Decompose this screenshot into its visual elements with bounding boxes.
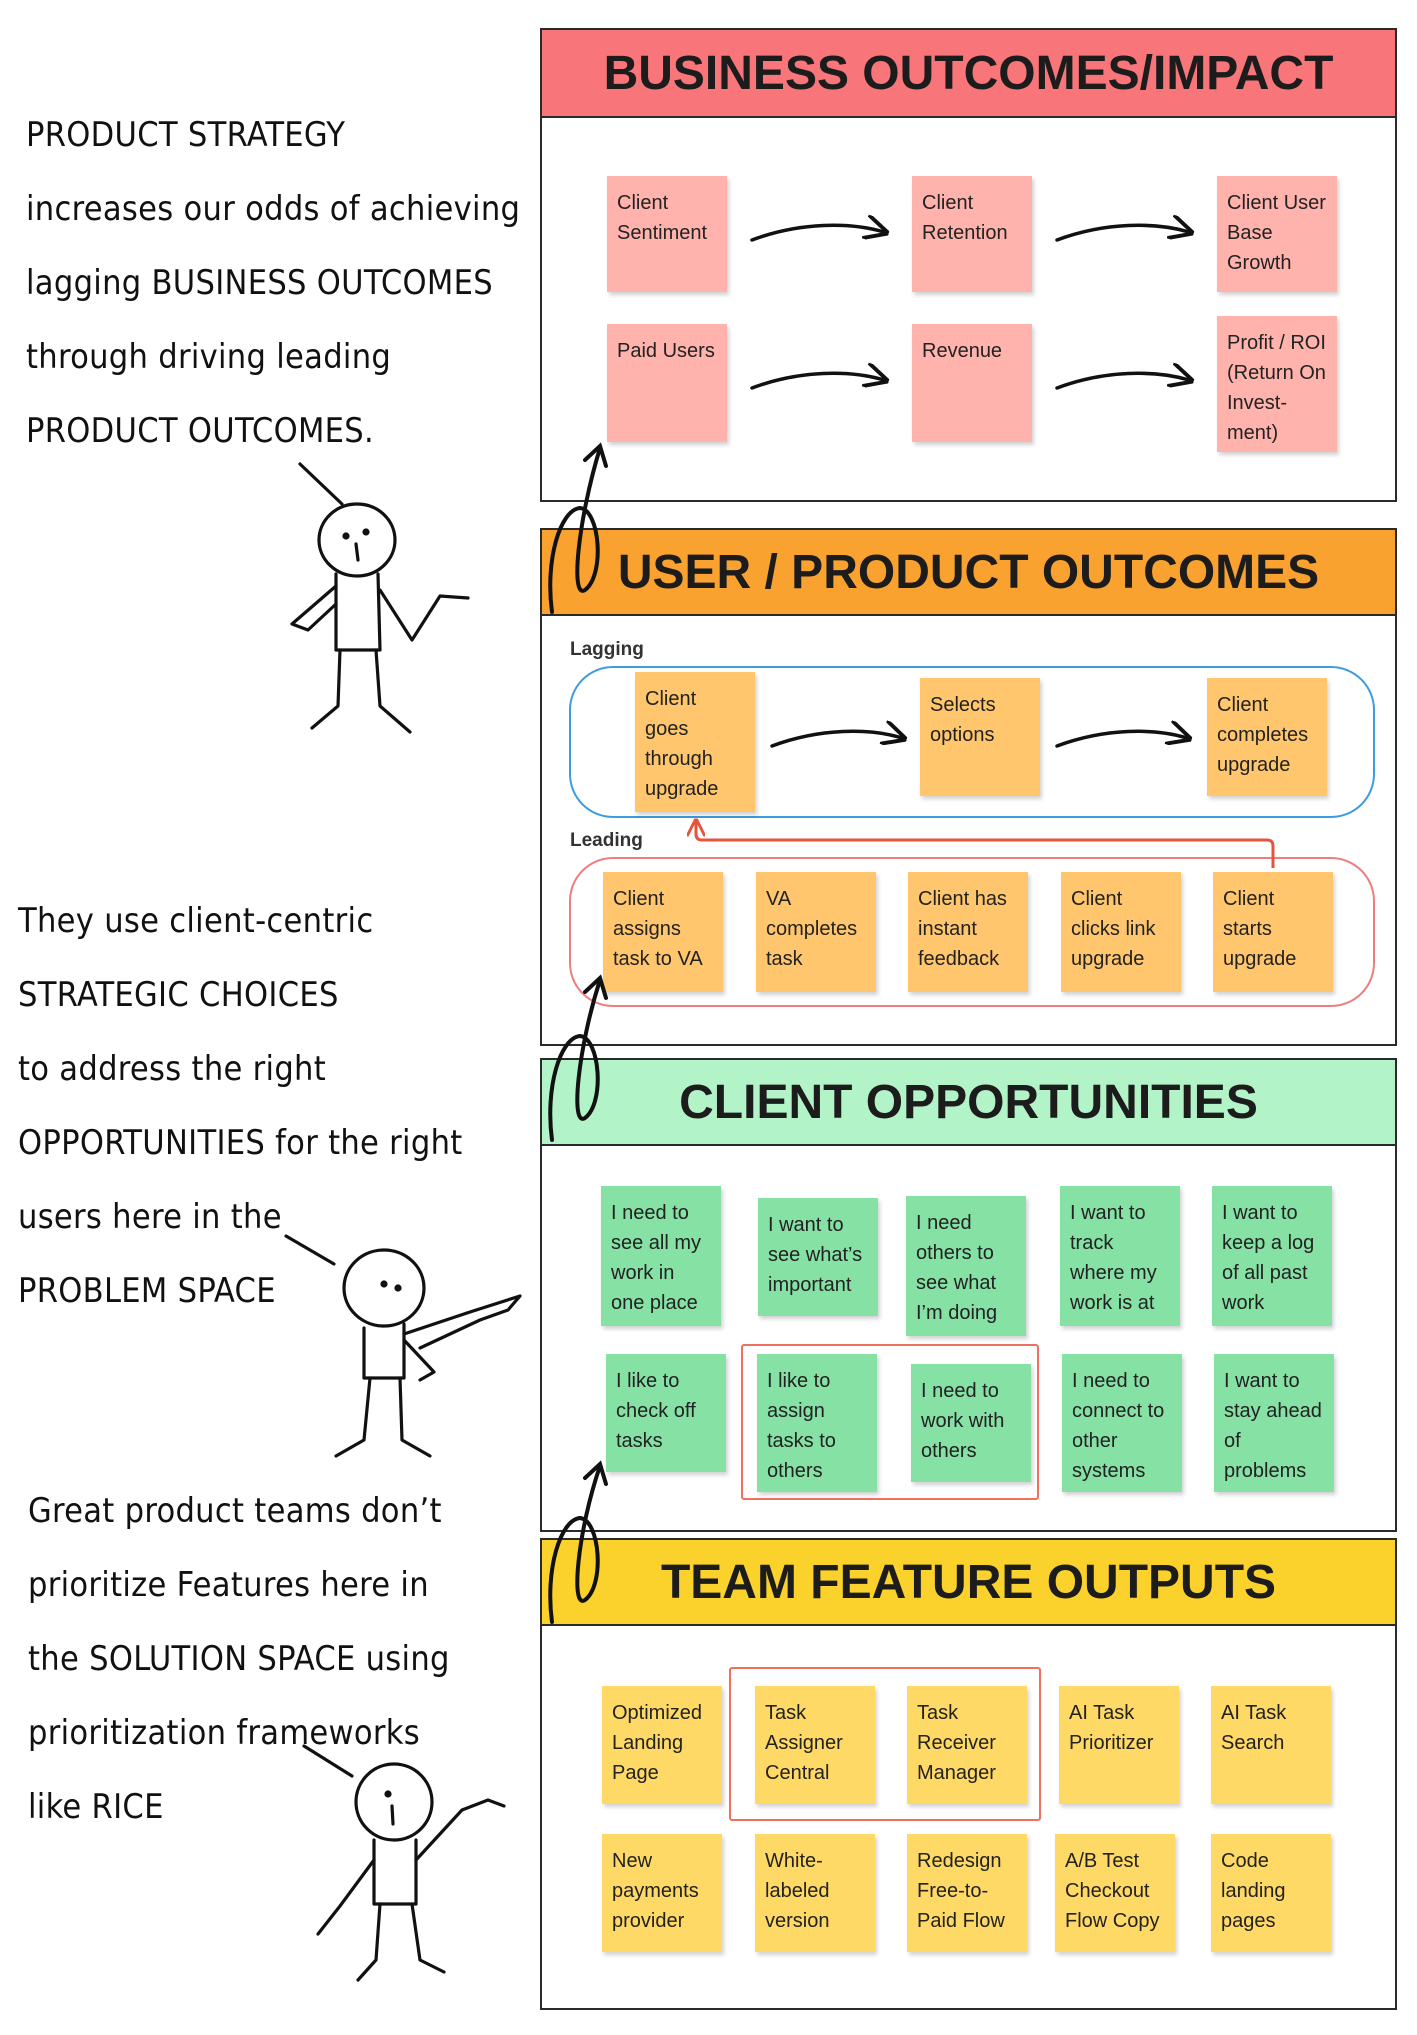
sticky-note: Client Retention [912,176,1032,292]
sticky-note: Redesign Free-to-Paid Flow [907,1834,1027,1952]
text-line: PROBLEM SPACE [18,1271,276,1311]
sticky-note: I need to connect to other systems [1062,1354,1182,1492]
flow-arrow [1055,731,1187,748]
features-title: TEAM FEATURE OUTPUTS [660,1555,1277,1609]
sticky-note: New payments provider [602,1834,722,1952]
sticky-note: Selects options [920,678,1040,796]
sticky-note: Client goes through upgrade [635,672,755,812]
text-line: to address the right [18,1049,327,1089]
loop-arrow-head [583,1460,608,1486]
text-line: increases our odds of achieving [26,189,521,229]
solution-text: Great product teams don’t prioritize Fea… [28,1474,450,1844]
sticky-note: A/B Test Checkout Flow Copy [1055,1834,1175,1952]
lagging-group [569,666,1375,818]
choices-text: They use client-centric STRATEGIC CHOICE… [18,884,463,1328]
feedback-arrow [696,822,1275,868]
text-line: lagging BUSINESS OUTCOMES [26,263,493,303]
flow-arrow [1055,373,1189,390]
stick-figure [284,1234,522,1458]
product-outcomes-title: USER / PRODUCT OUTCOMES [617,545,1320,599]
features-banner: TEAM FEATURE OUTPUTS [540,1538,1397,1626]
text-line: STRATEGIC CHOICES [18,975,339,1015]
text-line: users here in the [18,1197,282,1237]
sticky-note: Client starts upgrade [1213,872,1333,992]
loop-arrow [548,978,602,1142]
feature-highlight-box [729,1667,1041,1821]
leading-group [569,857,1375,1007]
sticky-note: Client has instant feedback [908,872,1028,992]
sticky-note: Client Sentiment [607,176,727,292]
text-line: PRODUCT STRATEGY [26,115,346,155]
sticky-note: Client assigns task to VA [603,872,723,992]
sticky-note: AI Task Prioritizer [1059,1686,1179,1804]
text-line: through driving leading [26,337,392,377]
sticky-note: AI Task Search [1211,1686,1331,1804]
sticky-note: Paid Users [607,324,727,442]
flow-arrow [1055,225,1189,242]
sticky-note: White-labeled version [755,1834,875,1952]
text-line: prioritize Features here in [28,1565,429,1605]
loop-arrow [548,1464,602,1624]
opportunities-banner: CLIENT OPPORTUNITIES [540,1058,1397,1146]
loop-arrow-head [583,442,608,468]
sticky-note: Revenue [912,324,1032,442]
lagging-label: Lagging [570,639,644,660]
sticky-note: VA completes task [756,872,876,992]
leading-label: Leading [570,830,643,851]
sticky-note: I need to work with others [911,1364,1031,1482]
sticky-note: Code landing pages [1211,1834,1331,1952]
sticky-note: I like to check off tasks [606,1354,726,1472]
opportunity-highlight-box [741,1344,1039,1500]
flow-arrow [750,225,884,242]
sticky-note: I need to see all my work in one place [601,1186,721,1326]
business-outcomes-banner: BUSINESS OUTCOMES/IMPACT [540,28,1397,118]
sticky-note: I like to assign tasks to others [757,1354,877,1492]
text-line: like RICE [28,1787,164,1827]
sticky-note: Task Assigner Central [755,1686,875,1804]
sticky-note: I need others to see what I’m doing [906,1196,1026,1336]
text-line: They use client-centric [18,901,374,941]
stick-figure [302,1744,506,1982]
text-line: prioritization frameworks [28,1713,420,1753]
text-line: the SOLUTION SPACE using [28,1639,450,1679]
loop-arrow [548,446,602,614]
opportunities-title: CLIENT OPPORTUNITIES [679,1075,1258,1129]
text-line: Great product teams don’t [28,1491,442,1531]
flow-arrow [770,731,902,748]
sticky-note: I want to see what’s important [758,1198,878,1316]
sticky-note: Client clicks link upgrade [1061,872,1181,992]
business-outcomes-title: BUSINESS OUTCOMES/IMPACT [603,46,1334,100]
text-line: OPPORTUNITIES for the right [18,1123,463,1163]
flow-arrow [750,373,884,390]
loop-arrow-head [583,974,608,1000]
stick-figure [290,462,470,734]
strategy-text: PRODUCT STRATEGY increases our odds of a… [26,98,520,468]
text-line: PRODUCT OUTCOMES. [26,411,375,451]
sticky-note: Task Receiver Manager [907,1686,1027,1804]
sticky-note: I want to keep a log of all past work [1212,1186,1332,1326]
sticky-note: I want to track where my work is at [1060,1186,1180,1326]
sticky-note: Profit / ROI (Return On Invest-ment) [1217,316,1337,452]
sticky-note: Client User Base Growth [1217,176,1337,292]
product-outcomes-banner: USER / PRODUCT OUTCOMES [540,528,1397,616]
sticky-note: I want to stay ahead of problems [1214,1354,1334,1492]
sticky-note: Optimized Landing Page [602,1686,722,1804]
sticky-note: Client completes upgrade [1207,678,1327,796]
